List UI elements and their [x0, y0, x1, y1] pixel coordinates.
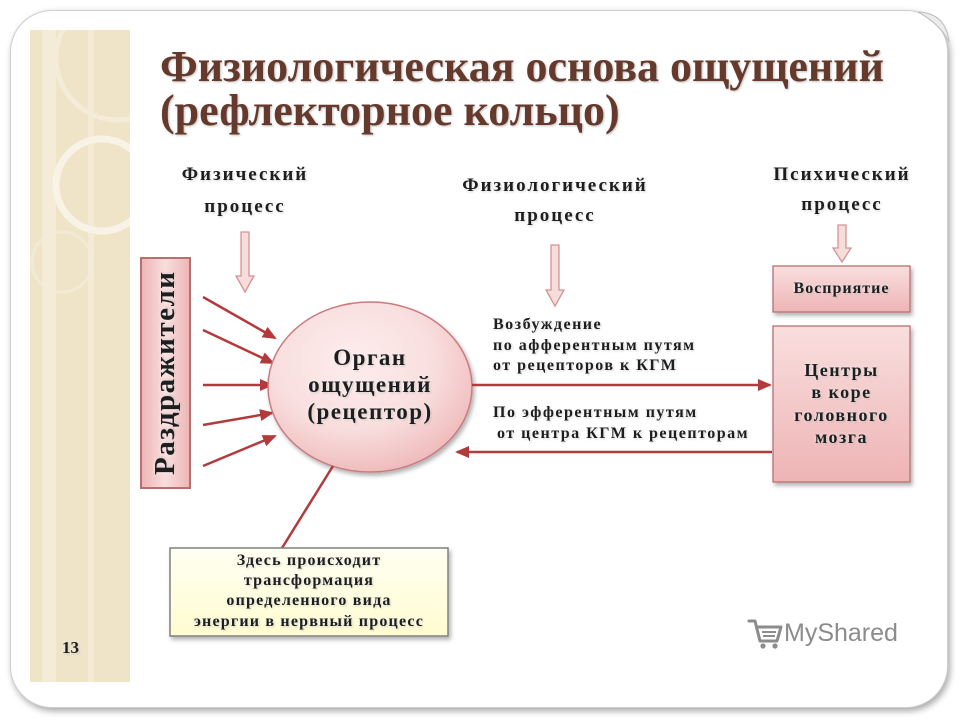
- efferent-label: По эфферентным путям от центра КГМ к рец…: [493, 402, 749, 444]
- brain-centers-label-line-3: головного: [794, 404, 889, 425]
- physical-process-arrow: [234, 231, 256, 294]
- brain-centers-label: Центры в коре головного мозга: [773, 359, 910, 448]
- afferent-label: Возбуждение по афферентным путям от реце…: [493, 315, 696, 377]
- mental-process-label-line-1: Психический: [773, 164, 911, 185]
- sense-organ-label-line-3: (рецептор): [307, 399, 433, 424]
- perception-label: Восприятие: [793, 280, 890, 297]
- efferent-label-line-2: от центра КГМ к рецепторам: [497, 425, 750, 442]
- page-number: 13: [62, 638, 79, 657]
- note-connector-line: [280, 465, 335, 549]
- transformation-note-line-3: определенного вида: [226, 592, 392, 610]
- physical-process-label-line-1: Физический: [181, 164, 309, 185]
- sense-organ-circle: [267, 301, 473, 473]
- afferent-label-line-3: от рецепторов к КГМ: [493, 357, 678, 374]
- transformation-note-text: Здесь происходит трансформация определен…: [170, 551, 448, 632]
- decorative-strip: [30, 30, 130, 682]
- transformation-note-line-2: трансформация: [243, 572, 375, 590]
- stimuli-label: Раздражители: [149, 270, 181, 476]
- stimulus-arrow: [202, 409, 274, 427]
- stimulus-arrow: [202, 328, 275, 365]
- physical-process-label-line-2: процесс: [204, 196, 286, 217]
- sense-organ-label-line-1: Орган: [333, 345, 407, 370]
- efferent-label-line-1: По эфферентным путям: [493, 404, 698, 421]
- stimulus-arrow: [202, 434, 277, 468]
- slide-title-line-2: (рефлекторное кольцо): [160, 86, 620, 135]
- stimuli-label-container: Раздражители: [141, 258, 190, 488]
- mental-process-arrow: [831, 224, 853, 264]
- brain-centers-label-line-1: Центры: [804, 360, 879, 380]
- afferent-label-line-1: Возбуждение: [493, 316, 603, 333]
- brain-centers-label-line-4: мозга: [815, 426, 868, 447]
- brain-centers-box: [772, 325, 911, 483]
- physiological-process-label-line-1: Физиологический: [462, 175, 648, 196]
- stimulus-arrow: [202, 295, 277, 340]
- physiological-process-label: Физиологический процесс: [455, 171, 655, 231]
- perception-box: [772, 265, 911, 313]
- page-curl: [917, 11, 950, 43]
- myshared-watermark: MyShared: [784, 619, 898, 647]
- transformation-note-line-4: энергии в нервный процесс: [193, 612, 425, 630]
- mental-process-label-line-2: процесс: [801, 194, 883, 215]
- transformation-note-box: [169, 547, 449, 637]
- physical-process-label: Физический процесс: [165, 159, 325, 223]
- cart-icon: [747, 619, 783, 649]
- transformation-note-line-1: Здесь происходит: [236, 552, 382, 569]
- afferent-label-line-2: по афферентным путям: [493, 336, 696, 354]
- stimuli-box: [140, 257, 191, 489]
- sense-organ-label-line-2: ощущений: [308, 372, 432, 397]
- mental-process-label: Психический процесс: [762, 160, 922, 220]
- physiological-process-label-line-2: процесс: [514, 205, 596, 226]
- physiological-process-arrow: [544, 244, 566, 308]
- sense-organ-label: Орган ощущений (рецептор): [280, 344, 460, 425]
- slide-title-line-1: Физиологическая основа ощущений: [160, 42, 884, 91]
- brain-centers-label-line-2: в коре: [811, 382, 872, 403]
